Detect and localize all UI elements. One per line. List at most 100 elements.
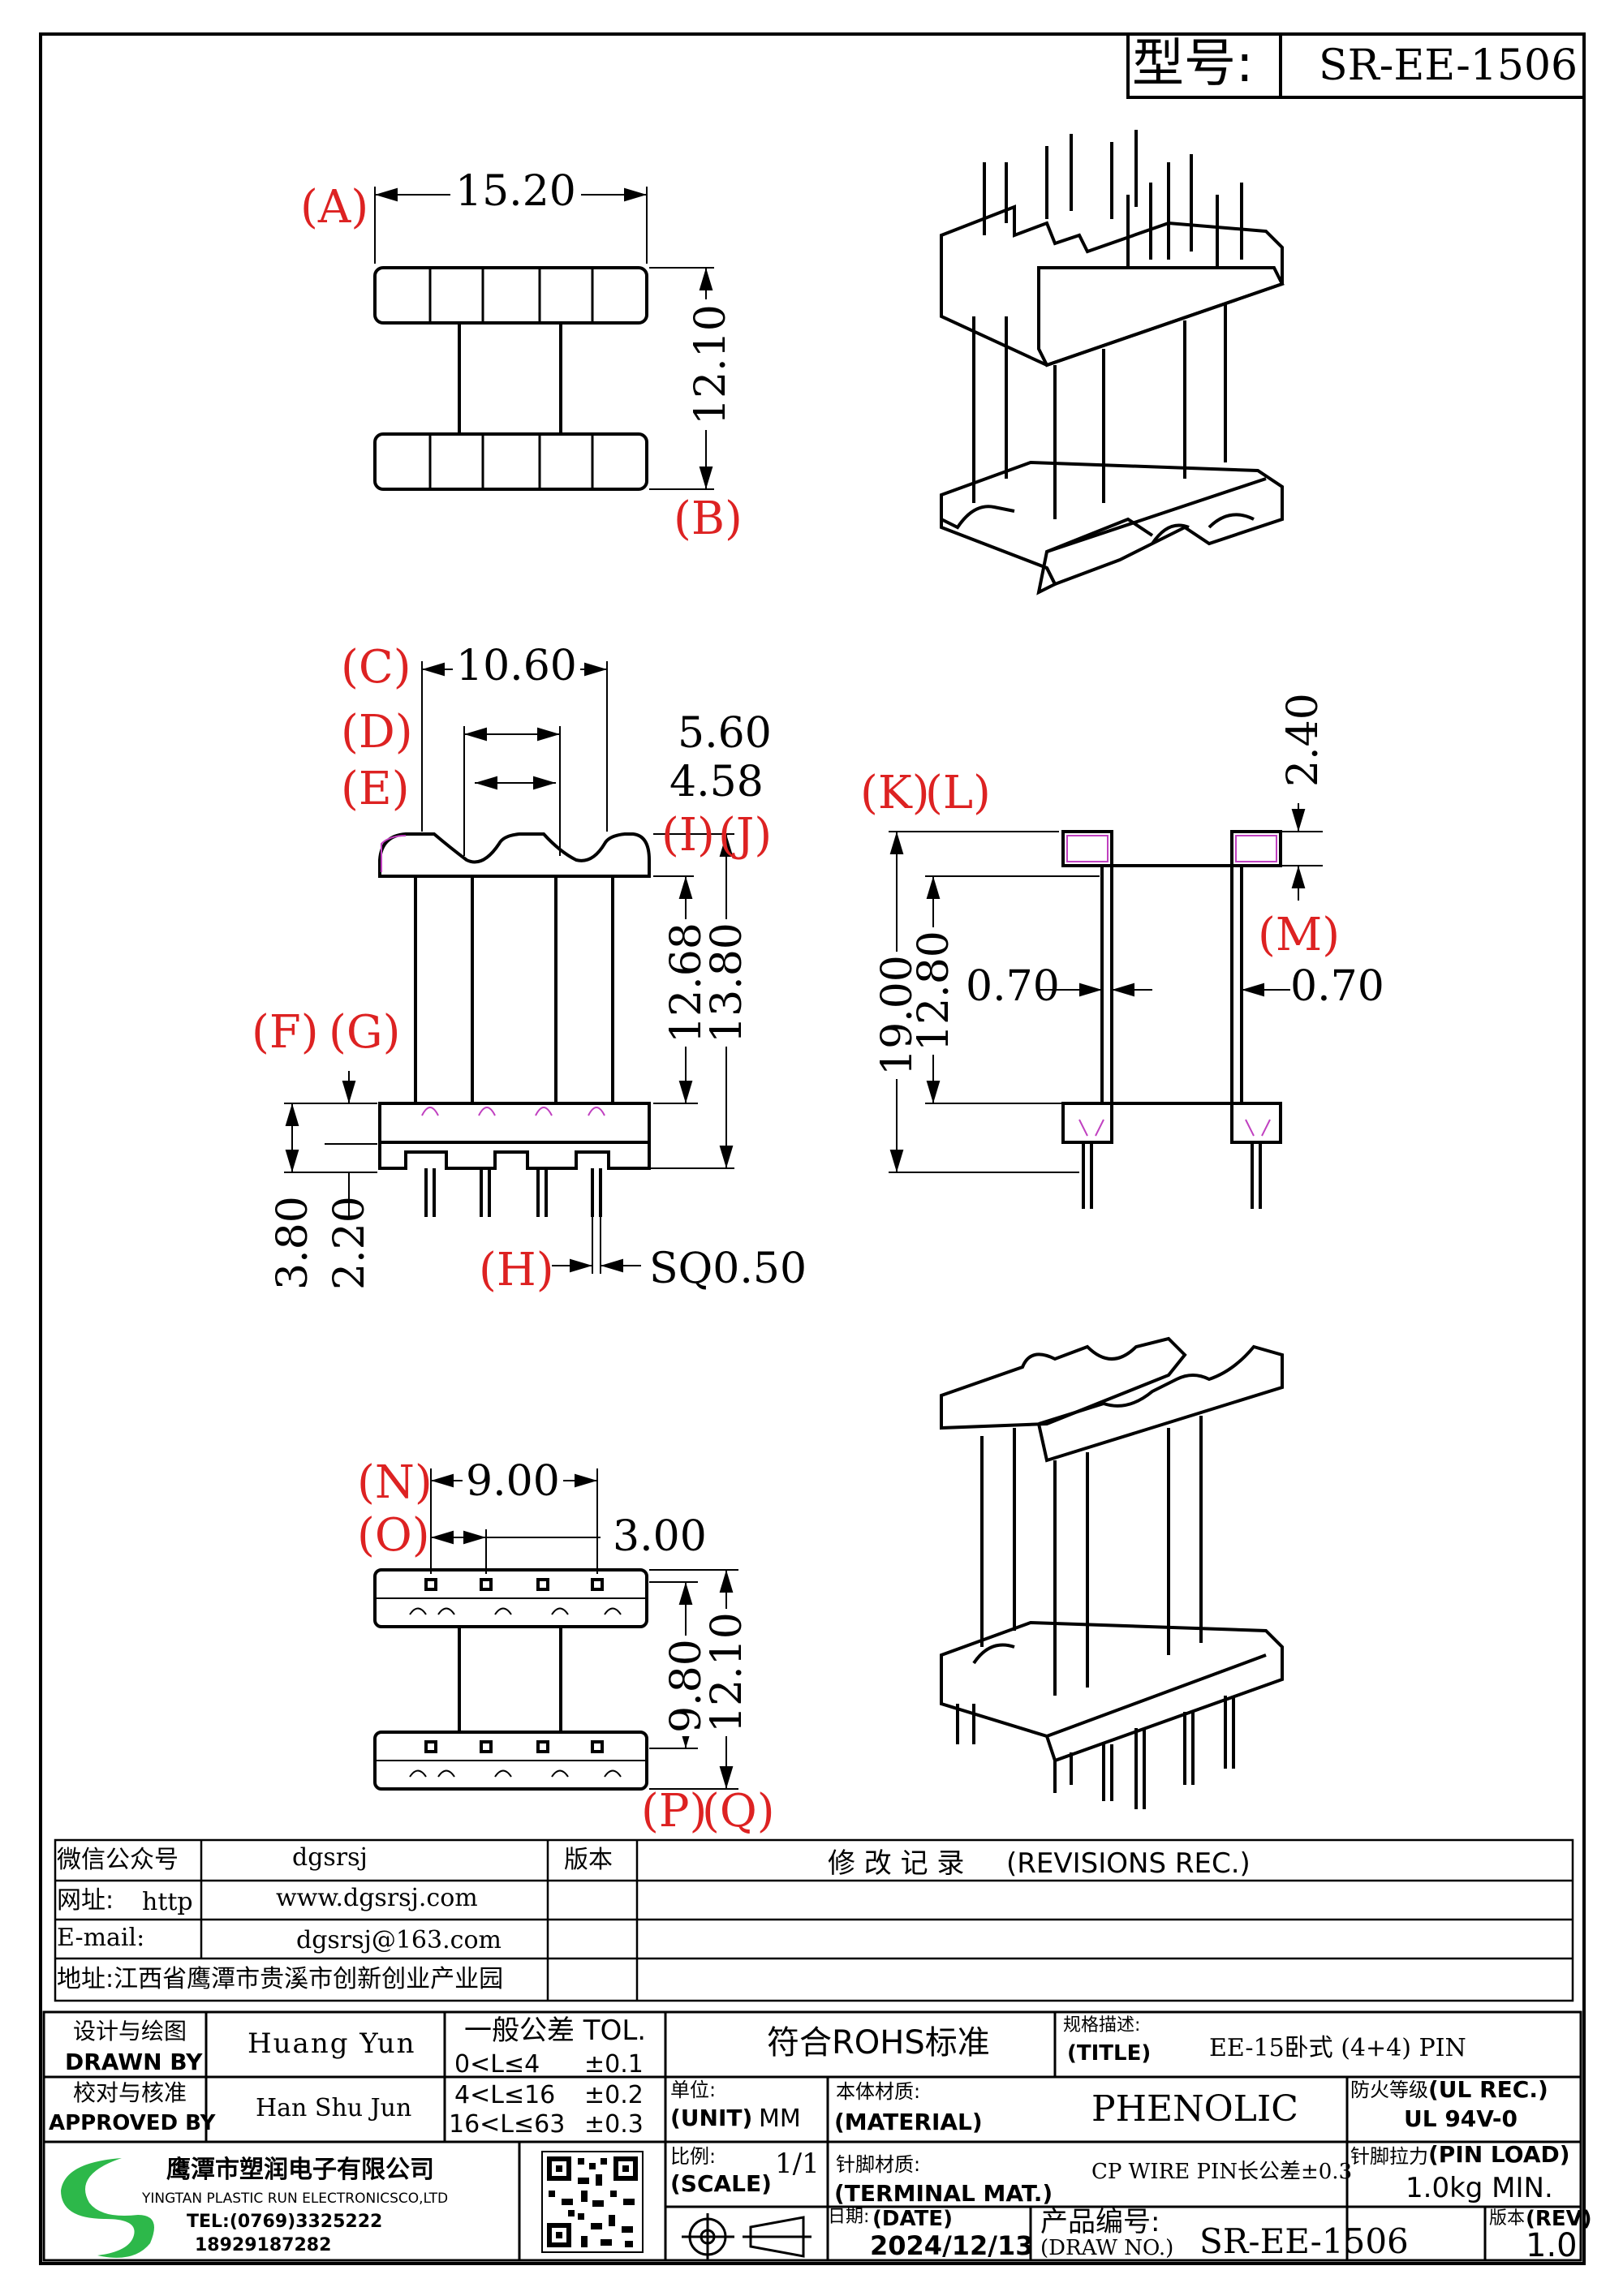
ul-en: (UL REC.) [1428, 2076, 1548, 2103]
label-d: (D) [341, 706, 413, 759]
drawno-cn: 产品编号: [1040, 2206, 1160, 2238]
dim-q: 12.10 [703, 1609, 751, 1736]
wechat-label: 微信公众号 [57, 1846, 179, 1874]
email-value[interactable]: dgsrsj@163.com [296, 1926, 502, 1954]
label-c: (C) [341, 641, 411, 694]
material-cn: 本体材质: [836, 2080, 921, 2103]
approved-en: APPROVED BY [49, 2111, 216, 2135]
side-view-hidden-lines [1066, 835, 1277, 1137]
drawing-frame [39, 32, 1586, 2265]
rev-en: (REV) [1526, 2207, 1592, 2231]
tol-range-3: 16<L≤63 [449, 2110, 566, 2139]
tol-range-1: 0<L≤4 [454, 2050, 540, 2079]
drawn-en: DRAWN BY [65, 2049, 203, 2075]
dim-b: 12.10 [687, 299, 735, 430]
company-en: YINGTAN PLASTIC RUN ELECTRONICSCO,LTD [142, 2191, 449, 2207]
email-label: E-mail: [57, 1924, 145, 1952]
label-q: (Q) [702, 1785, 775, 1838]
rev-title-en: (REVISIONS REC.) [1006, 1847, 1251, 1880]
approved-cn: 校对与核准 [73, 2079, 187, 2106]
unit-value: MM [759, 2105, 801, 2133]
web-label: 网址: [57, 1886, 114, 1915]
label-n: (N) [357, 1456, 433, 1509]
company-logo [61, 2158, 154, 2258]
dim-n: 9.00 [463, 1460, 563, 1503]
tol-value-1: ±0.1 [584, 2050, 644, 2079]
label-l: (L) [925, 767, 991, 819]
dim-wall-right: 0.70 [1290, 962, 1384, 1011]
spec-value: EE-15卧式 (4+4) PIN [1209, 2034, 1466, 2062]
front-view-hidden-lines [381, 835, 605, 1116]
pinload-cn: 针脚拉力 [1350, 2145, 1428, 2168]
label-o: (O) [357, 1509, 430, 1562]
dim-a: 15.20 [450, 170, 581, 213]
address: 地址:江西省鹰潭市贵溪市创新创业产业园 [57, 1965, 504, 1993]
dim-c: 10.60 [453, 645, 580, 687]
label-p: (P) [641, 1785, 708, 1838]
rev-col-header: 版本 [564, 1846, 613, 1874]
dim-l: 12.80 [910, 927, 958, 1055]
unit-en: (UNIT) [670, 2105, 753, 2131]
date-cn: 日期: [828, 2207, 870, 2227]
tol-value-3: ±0.3 [584, 2110, 644, 2139]
dim-g: 2.20 [325, 1196, 374, 1290]
model-label: 型号: [1132, 34, 1254, 94]
scale-cn: 比例: [670, 2145, 717, 2168]
model-value: SR-EE-1506 [1319, 41, 1578, 90]
tol-title: 一般公差 TOL. [464, 2014, 647, 2047]
company-tel: TEL:(0769)3325222 [187, 2212, 383, 2232]
label-i: (I) [661, 809, 715, 862]
label-h: (H) [479, 1244, 554, 1296]
dim-i: 12.68 [662, 919, 711, 1047]
dim-e: 4.58 [669, 758, 764, 806]
ul-value: UL 94V-0 [1404, 2105, 1518, 2132]
label-g: (G) [329, 1006, 401, 1059]
dim-j: 13.80 [703, 919, 751, 1047]
dim-d: 5.60 [678, 709, 772, 758]
company-cn: 鹰潭市塑润电子有限公司 [166, 2156, 434, 2184]
rohs-note: 符合ROHS标准 [767, 2024, 990, 2062]
label-k: (K) [860, 767, 930, 819]
web-value[interactable]: www.dgsrsj.com [276, 1884, 478, 1912]
dim-p: 9.80 [662, 1636, 711, 1736]
rev-value: 1.0 [1526, 2227, 1578, 2264]
rev-cn: 版本 [1489, 2208, 1526, 2229]
scale-value: 1/1 [775, 2148, 820, 2180]
label-e: (E) [341, 763, 410, 815]
label-f: (F) [252, 1006, 319, 1059]
date-value: 2024/12/13 [870, 2230, 1034, 2261]
terminal-cn: 针脚材质: [836, 2153, 921, 2176]
unit-cn: 单位: [670, 2079, 717, 2101]
qr-code [541, 2151, 644, 2253]
label-j: (J) [718, 809, 773, 862]
drawno-value: SR-EE-1506 [1199, 2221, 1409, 2261]
iso-view-bottom [940, 1336, 1284, 1809]
label-a: (A) [300, 181, 369, 234]
iso-view-top [940, 130, 1285, 595]
dim-wall-left: 0.70 [966, 962, 1060, 1011]
label-b: (B) [674, 492, 743, 545]
tol-value-2: ±0.2 [584, 2081, 644, 2109]
material-value: PHENOLIC [1091, 2088, 1298, 2130]
dim-f: 3.80 [269, 1196, 317, 1290]
title-block [42, 2010, 1582, 2262]
date-en: (DATE) [872, 2207, 953, 2231]
approved-name: Han Shu Jun [256, 2094, 412, 2122]
company-mobile: 18929187282 [195, 2235, 332, 2255]
pinload-en: (PIN LOAD) [1428, 2141, 1570, 2168]
drawn-cn: 设计与绘图 [73, 2018, 187, 2044]
material-en: (MATERIAL) [834, 2109, 983, 2135]
label-m: (M) [1258, 909, 1341, 961]
model-box [1126, 32, 1586, 99]
info-table [54, 1838, 1574, 2002]
dim-o: 3.00 [613, 1512, 707, 1561]
scale-en: (SCALE) [670, 2170, 772, 2197]
terminal-value: CP WIRE PIN长公差±0.3 [1091, 2160, 1353, 2184]
ul-cn: 防火等级 [1350, 2079, 1428, 2101]
spec-label-en: (TITLE) [1067, 2041, 1152, 2066]
dim-m: 2.40 [1279, 693, 1328, 787]
pinload-value: 1.0kg MIN. [1406, 2172, 1553, 2204]
tol-range-2: 4<L≤16 [454, 2081, 556, 2109]
terminal-en: (TERMINAL MAT.) [834, 2180, 1053, 2207]
